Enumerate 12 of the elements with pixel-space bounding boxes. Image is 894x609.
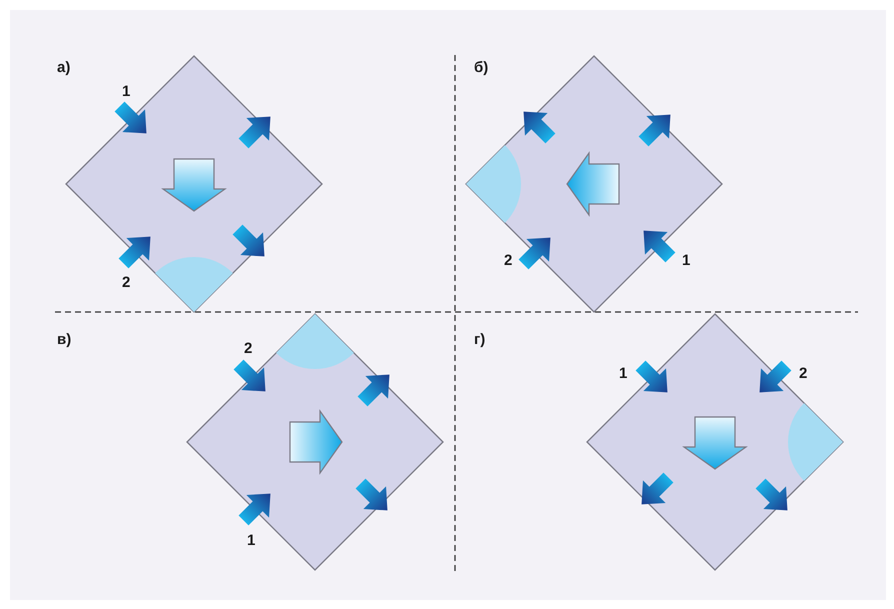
callout-number: 2 xyxy=(122,275,130,291)
panel-label: в) xyxy=(57,332,72,348)
callout-number: 1 xyxy=(682,253,690,269)
panel-label: б) xyxy=(474,60,488,76)
callout-number: 1 xyxy=(122,84,130,100)
callout-number: 2 xyxy=(244,341,252,357)
callout-number: 2 xyxy=(799,366,808,382)
panel-label: а) xyxy=(57,60,70,76)
callout-number: 1 xyxy=(619,366,628,382)
callout-number: 2 xyxy=(504,253,512,269)
panel-label: г) xyxy=(474,332,486,348)
callout-number: 1 xyxy=(247,533,256,549)
